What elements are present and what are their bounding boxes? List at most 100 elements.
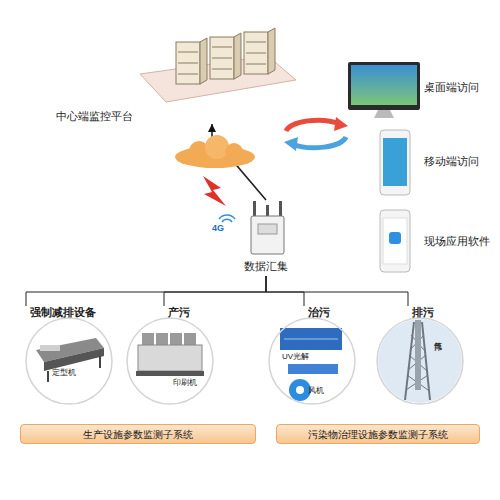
app-icon bbox=[389, 232, 401, 244]
connector bbox=[266, 276, 408, 306]
equipment-circle: 排污排气筒 bbox=[370, 306, 470, 406]
circle-outline bbox=[127, 318, 213, 404]
phone-body bbox=[380, 210, 410, 272]
equipment-circle: 强制减排设备定型机 bbox=[22, 306, 122, 406]
client-node: 桌面端访问 bbox=[340, 55, 490, 120]
node-text: 风机 bbox=[308, 386, 338, 395]
monitor-screen bbox=[351, 65, 417, 105]
category-heading: 强制减排设备 bbox=[30, 306, 114, 319]
sync-arrow bbox=[292, 137, 346, 148]
fan bbox=[289, 379, 311, 401]
phone-screen bbox=[383, 218, 407, 264]
server-slot bbox=[178, 63, 198, 64]
client-node: 移动端访问 bbox=[340, 125, 490, 200]
cloud bbox=[205, 135, 229, 159]
phone-body bbox=[380, 130, 410, 195]
circle-outline bbox=[269, 318, 355, 404]
monitor-frame bbox=[348, 62, 420, 110]
node-outline bbox=[370, 306, 470, 406]
circle-outline bbox=[377, 318, 463, 404]
machine-leg bbox=[47, 371, 49, 382]
print-unit bbox=[156, 333, 168, 345]
signal-arc bbox=[219, 215, 235, 219]
server-body bbox=[210, 37, 234, 79]
equipment-circle: 产污印刷机 bbox=[120, 306, 220, 406]
connector bbox=[26, 276, 266, 306]
equipment-circle: 治污 UV光解风机 bbox=[262, 306, 362, 406]
uv-unit bbox=[288, 364, 338, 374]
circle-outline bbox=[26, 318, 112, 404]
machine-fabric bbox=[40, 345, 60, 351]
node-text: 桌面端访问 bbox=[424, 81, 488, 93]
cloud bbox=[175, 146, 255, 168]
category-heading: 产污 bbox=[168, 306, 208, 319]
node-text: 定型机 bbox=[52, 368, 92, 377]
node-text: 现场应用软件 bbox=[424, 235, 490, 247]
node-text: UV光解 bbox=[282, 352, 326, 361]
connector bbox=[164, 276, 266, 306]
server-slot bbox=[246, 64, 266, 65]
gateway-body bbox=[251, 216, 284, 254]
cloud bbox=[225, 143, 243, 161]
gateway-node: 数据汇集 bbox=[236, 200, 296, 276]
print-unit bbox=[142, 333, 154, 345]
server-slot bbox=[212, 69, 232, 70]
machine-leg bbox=[99, 356, 101, 368]
antenna bbox=[253, 201, 256, 217]
signal-arc bbox=[222, 219, 232, 222]
antenna bbox=[279, 201, 282, 217]
server-body bbox=[176, 42, 200, 84]
server-slot bbox=[246, 42, 266, 43]
gateway-panel bbox=[258, 224, 277, 234]
server-slot bbox=[178, 52, 198, 53]
tower-leg bbox=[405, 322, 414, 400]
server-slot bbox=[212, 58, 232, 59]
node-text: 生产设施参数监测子系统 bbox=[21, 429, 255, 441]
node-text: 印刷机 bbox=[173, 378, 213, 387]
wireless-bolt bbox=[203, 176, 226, 206]
antenna bbox=[266, 205, 269, 217]
monitor-stand bbox=[374, 110, 394, 118]
connector bbox=[212, 124, 266, 200]
platform-node: 中心端监控平台 bbox=[50, 30, 298, 124]
node-text: 污染物治理设施参数监测子系统 bbox=[277, 429, 479, 441]
cloud bbox=[189, 141, 209, 161]
print-unit bbox=[184, 333, 196, 345]
press-body bbox=[138, 345, 202, 371]
category-heading: 治污 bbox=[308, 306, 348, 319]
print-unit bbox=[170, 333, 182, 345]
subsystem-band: 生产设施参数监测子系统 bbox=[20, 424, 256, 444]
stack-pipe bbox=[415, 320, 421, 390]
machine-side bbox=[44, 348, 104, 371]
node-text: 移动端访问 bbox=[424, 155, 488, 167]
node-outline bbox=[120, 306, 220, 406]
server-slot bbox=[178, 74, 198, 75]
server-slot bbox=[212, 47, 232, 48]
fan-hub bbox=[296, 386, 304, 394]
sync-arrow-head bbox=[284, 137, 298, 151]
client-node: 现场应用软件 bbox=[340, 205, 490, 275]
server-side bbox=[268, 28, 275, 74]
sync-arrow-head bbox=[334, 117, 348, 131]
node-text: 中心端监控平台 bbox=[56, 110, 166, 123]
category-heading: 排污 bbox=[412, 306, 452, 319]
uv-line bbox=[284, 339, 338, 340]
press-base bbox=[136, 371, 204, 376]
connector bbox=[266, 276, 304, 306]
uv-unit bbox=[280, 328, 342, 350]
subsystem-band: 污染物治理设施参数监测子系统 bbox=[276, 424, 480, 444]
server-side bbox=[234, 33, 241, 79]
server-rack bbox=[244, 28, 275, 74]
server-rack bbox=[176, 38, 207, 84]
server-slot bbox=[246, 53, 266, 54]
phone-screen bbox=[383, 138, 407, 186]
server-body bbox=[244, 32, 268, 74]
sync-arrow bbox=[286, 120, 340, 131]
node-text: 数据汇集 bbox=[236, 260, 296, 272]
server-rack bbox=[210, 33, 241, 79]
server-side bbox=[200, 38, 207, 84]
sky-backdrop bbox=[378, 319, 462, 403]
